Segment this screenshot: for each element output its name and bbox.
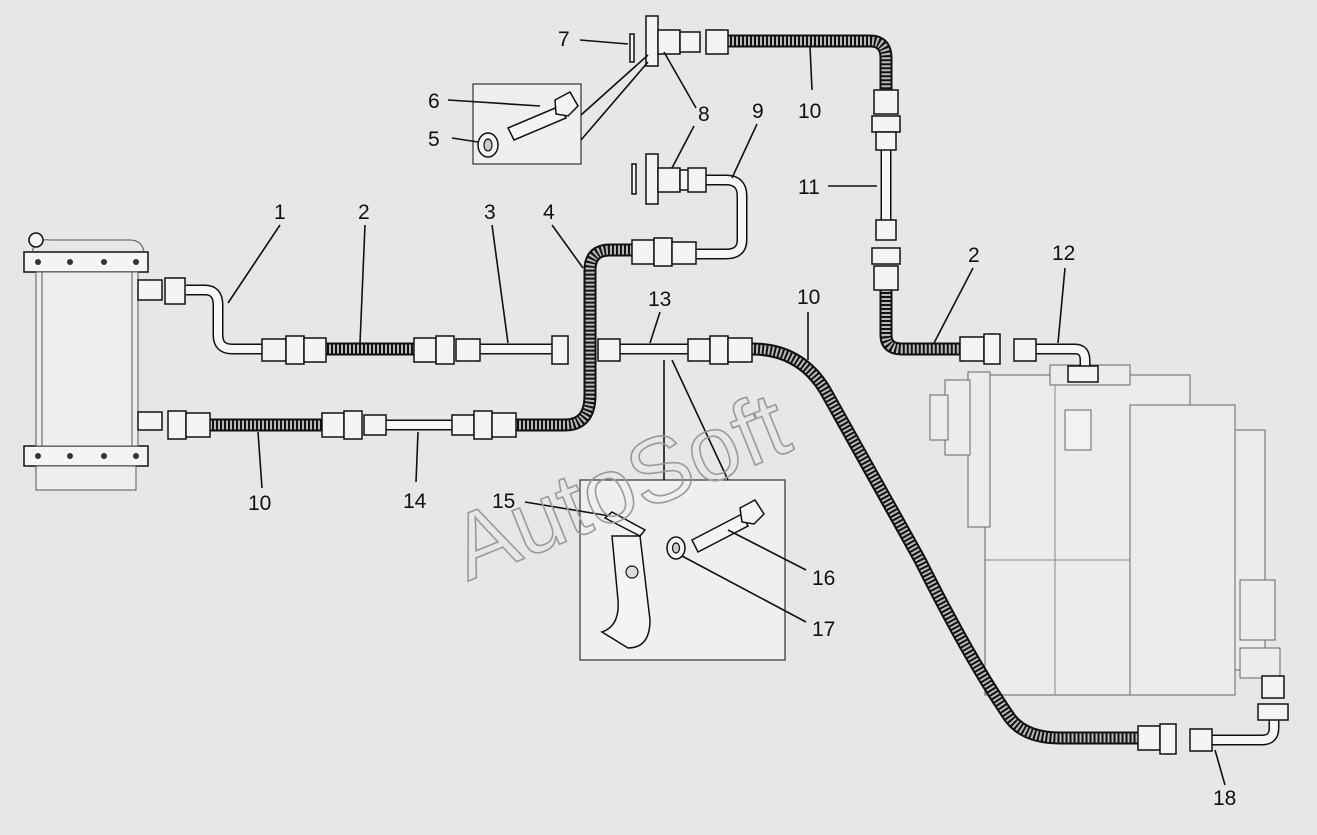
callout-15: 15 [492,490,515,513]
callout-3: 3 [484,201,496,224]
callout-14: 14 [403,490,427,513]
leader-lines [227,39,1226,786]
callout-5: 5 [428,128,440,151]
callout-10-middle: 10 [797,286,820,309]
pump-unit [929,364,1285,699]
callout-9: 9 [752,100,764,123]
callout-12: 12 [1052,242,1075,265]
washer-5 [477,132,499,158]
bracket-15 [600,511,651,649]
callout-18: 18 [1213,787,1236,810]
callout-16: 16 [812,567,835,590]
bolt-6 [506,90,579,141]
fittings [164,15,1289,755]
callout-2-left: 2 [358,201,370,224]
callout-10-bottom: 10 [248,492,271,515]
pipes [186,150,1280,746]
callout-4: 4 [543,201,555,224]
callout-6: 6 [428,90,440,113]
callout-1: 1 [274,201,286,224]
filter-tank [23,232,163,491]
callout-7: 7 [558,28,570,51]
washer-17 [666,536,686,560]
bolt-16 [690,499,765,554]
callout-13: 13 [648,288,671,311]
callouts: 1 2 3 4 5 6 7 8 9 10 10 10 11 12 13 2 14… [248,28,1236,810]
hoses [210,34,1138,745]
callout-2-right: 2 [968,244,980,267]
callout-10-top: 10 [798,100,821,123]
callout-17: 17 [812,618,835,641]
callout-11: 11 [798,176,820,199]
callout-8: 8 [698,103,710,126]
